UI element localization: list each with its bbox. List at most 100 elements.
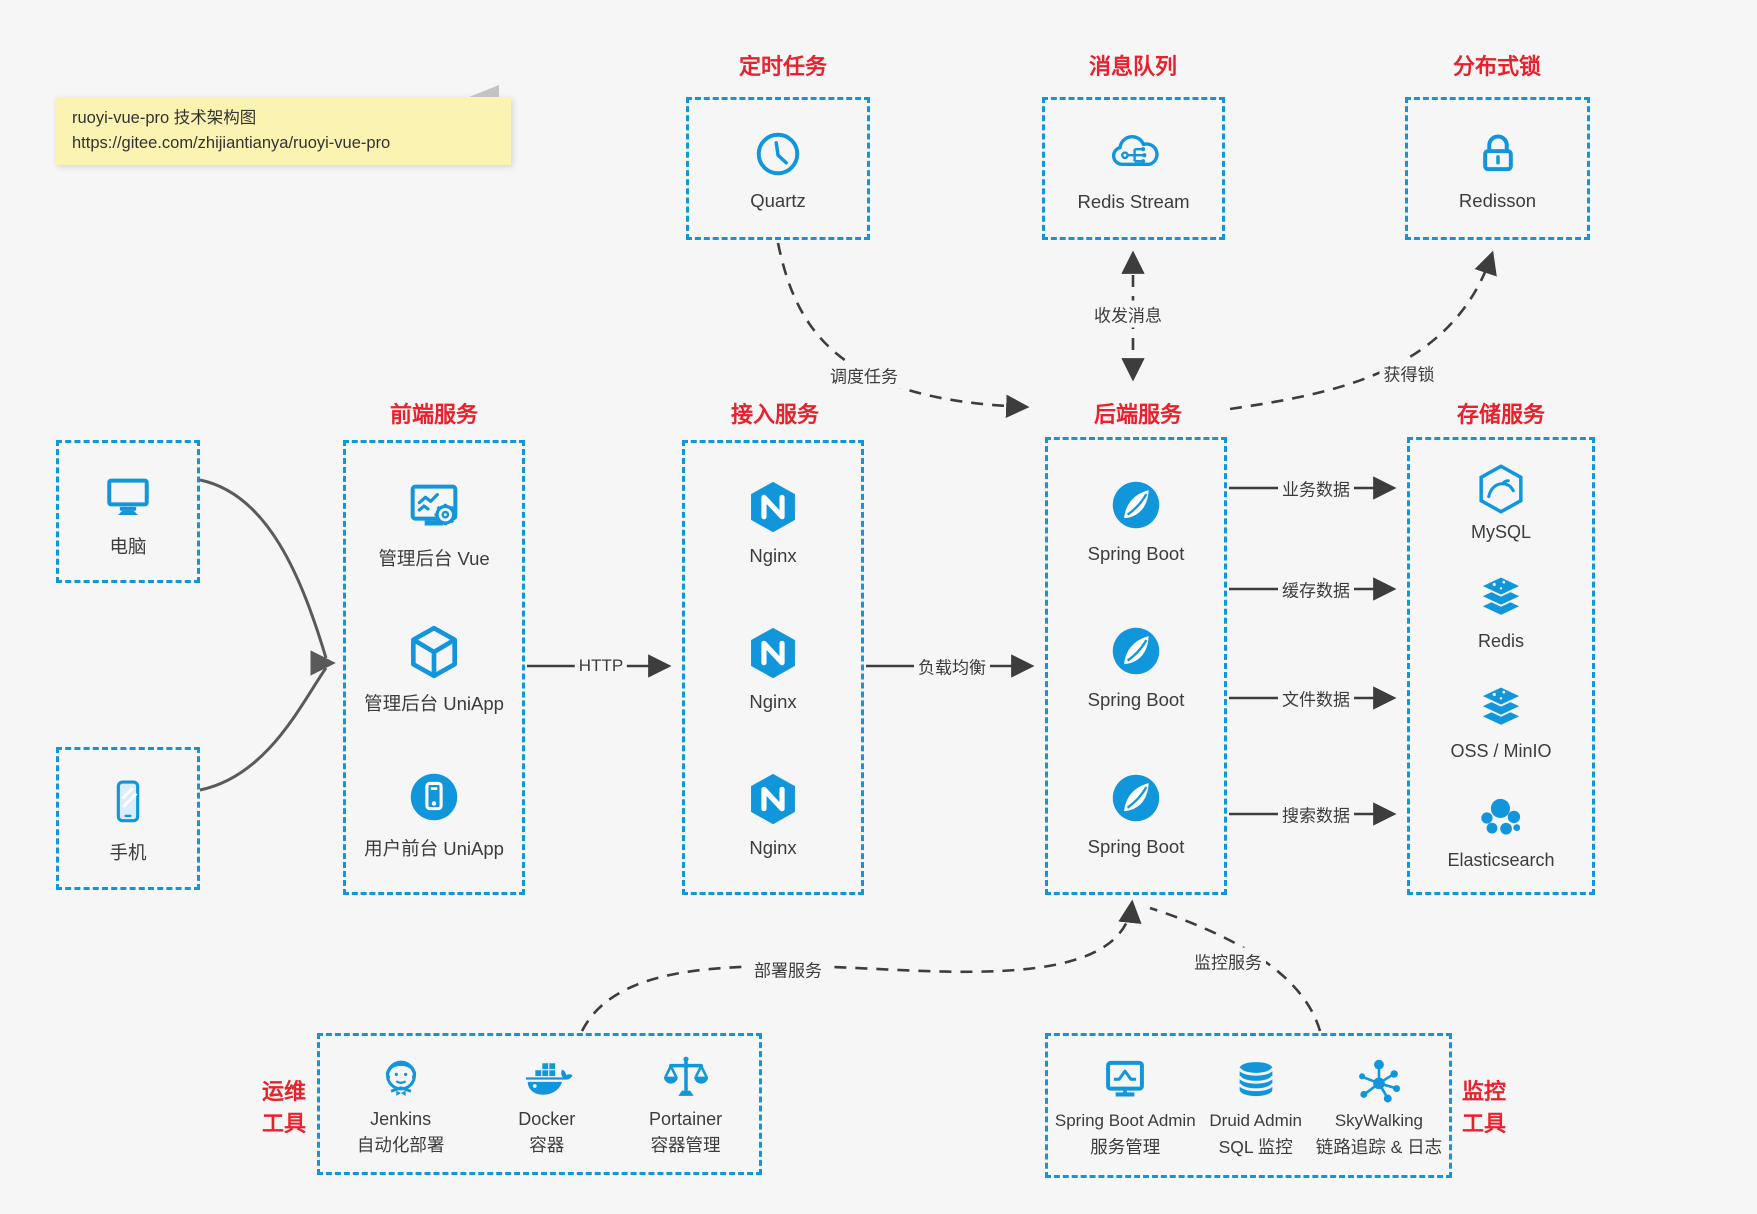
- storage-item-elasticsearch: Elasticsearch: [1447, 791, 1555, 871]
- edge-deploy-service: [580, 899, 1142, 1032]
- scheduler-box: Quartz: [686, 97, 870, 240]
- monitoring-item-skywalking: SkyWalking 链路追踪 & 日志: [1316, 1053, 1442, 1159]
- title-devops-line1: 运维: [261, 1079, 307, 1104]
- monitoring-item-sublabel: 链路追踪 & 日志: [1315, 1136, 1443, 1157]
- edge-mobile-to-frontend: [199, 667, 328, 792]
- edge-acquire-lock: [1229, 250, 1497, 411]
- devops-item-docker: Docker 容器: [518, 1051, 575, 1157]
- title-mq: 消息队列: [1088, 54, 1178, 79]
- monitoring-item-label: SkyWalking: [1334, 1110, 1423, 1130]
- edge-label-http: HTTP: [574, 655, 628, 677]
- monitoring-item-label: Druid Admin: [1209, 1110, 1302, 1130]
- nginx-icon: [742, 768, 804, 830]
- storage-item-oss-minio: OSS / MinIO: [1450, 682, 1552, 762]
- edge-label-monitor-service: 监控服务: [1190, 947, 1266, 975]
- lock-item-label: Redisson: [1458, 189, 1537, 211]
- title-monitoring: 监控 工具: [1462, 1076, 1506, 1140]
- edge-monitor-service: [1149, 906, 1322, 1032]
- oss-stack-icon: [1474, 682, 1528, 736]
- gateway-item-nginx: Nginx: [742, 768, 804, 859]
- mobile-client-box: 手机: [56, 747, 200, 890]
- jenkins-icon: [373, 1051, 429, 1107]
- title-backend: 后端服务: [1093, 402, 1183, 427]
- uniapp-cube-icon: [403, 621, 465, 683]
- title-monitoring-line2: 工具: [1461, 1111, 1507, 1136]
- storage-item-label: Redis: [1477, 631, 1525, 652]
- note-title: ruoyi-vue-pro 技术架构图: [72, 109, 257, 127]
- backend-box: Spring Boot Spring Boot Spring Boot: [1045, 437, 1227, 895]
- frontend-item-label: 管理后台 Vue: [378, 548, 490, 569]
- druid-database-icon: [1228, 1053, 1284, 1109]
- frontend-item-admin-vue: 管理后台 Vue: [378, 474, 490, 571]
- scheduler-item-label: Quartz: [750, 189, 806, 211]
- storage-item-mysql: MySQL: [1471, 461, 1531, 543]
- storage-item-label: MySQL: [1470, 521, 1531, 542]
- title-distributed-lock: 分布式锁: [1452, 54, 1542, 79]
- storage-item-label: Elasticsearch: [1447, 850, 1555, 871]
- mysql-icon: [1473, 461, 1529, 517]
- smartphone-icon: [99, 773, 157, 831]
- edge-schedule-job: [776, 242, 1030, 418]
- gateway-item-label: Nginx: [749, 690, 797, 712]
- backend-item-label: Spring Boot: [1087, 836, 1185, 858]
- monitoring-box: Spring Boot Admin 服务管理 Druid Admin SQL 监…: [1045, 1033, 1452, 1178]
- title-storage: 存储服务: [1456, 402, 1546, 427]
- title-gateway: 接入服务: [730, 402, 820, 427]
- storage-item-redis: Redis: [1474, 572, 1528, 652]
- devops-item-sublabel: 容器管理: [650, 1135, 721, 1155]
- edge-label-cache-data: 缓存数据: [1278, 575, 1354, 603]
- spring-boot-icon: [1105, 620, 1167, 682]
- pc-client-box: 电脑: [56, 440, 200, 583]
- pc-client-label: 电脑: [109, 535, 147, 557]
- elasticsearch-icon: [1474, 791, 1528, 845]
- monitoring-item-sublabel: SQL 监控: [1218, 1136, 1293, 1157]
- monitoring-item-label: Spring Boot Admin: [1054, 1110, 1196, 1130]
- clock-icon: [750, 126, 806, 182]
- edge-label-business-data: 业务数据: [1278, 474, 1354, 502]
- spring-boot-admin-icon: [1097, 1053, 1153, 1109]
- storage-item-label: OSS / MinIO: [1450, 740, 1552, 761]
- frontend-item-admin-uniapp: 管理后台 UniApp: [364, 621, 504, 716]
- title-monitoring-line1: 监控: [1461, 1079, 1507, 1104]
- devops-item-label: Portainer: [649, 1109, 723, 1129]
- mq-box: Redis Stream: [1042, 97, 1225, 240]
- docker-whale-icon: [519, 1051, 575, 1107]
- note-url: https://gitee.com/zhijiantianya/ruoyi-vu…: [72, 134, 391, 152]
- gateway-item-label: Nginx: [749, 545, 797, 567]
- title-scheduler: 定时任务: [738, 54, 828, 79]
- backend-item-spring-boot: Spring Boot: [1087, 474, 1185, 565]
- admin-vue-icon: [402, 474, 466, 538]
- nginx-icon: [742, 622, 804, 684]
- monitoring-item-spring-boot-admin: Spring Boot Admin 服务管理: [1055, 1053, 1196, 1159]
- desktop-icon: [98, 465, 158, 525]
- backend-item-spring-boot: Spring Boot: [1087, 767, 1185, 858]
- devops-item-sublabel: 自动化部署: [356, 1135, 445, 1155]
- spring-boot-icon: [1105, 767, 1167, 829]
- backend-item-label: Spring Boot: [1087, 542, 1185, 564]
- distributed-lock-box: Redisson: [1405, 97, 1590, 240]
- edge-label-acquire-lock: 获得锁: [1379, 359, 1439, 387]
- monitoring-item-sublabel: 服务管理: [1090, 1136, 1161, 1157]
- title-devops-line2: 工具: [261, 1111, 307, 1136]
- devops-item-jenkins: Jenkins 自动化部署: [356, 1051, 445, 1157]
- devops-item-portainer: Portainer 容器管理: [649, 1051, 722, 1157]
- frontend-item-label: 管理后台 UniApp: [364, 693, 504, 714]
- user-uniapp-icon: [403, 766, 465, 828]
- gateway-box: Nginx Nginx Nginx: [682, 440, 864, 895]
- gateway-item-nginx: Nginx: [742, 622, 804, 713]
- edge-pc-to-frontend: [199, 478, 328, 659]
- skywalking-icon: [1351, 1053, 1407, 1109]
- nginx-icon: [742, 476, 804, 538]
- redis-stack-icon: [1474, 572, 1528, 626]
- spring-boot-icon: [1105, 474, 1167, 536]
- portainer-scales-icon: [658, 1051, 714, 1107]
- sticky-note: ruoyi-vue-pro 技术架构图 https://gitee.com/zh…: [55, 85, 511, 165]
- edge-label-schedule-job: 调度任务: [826, 361, 902, 389]
- cloud-network-icon: [1105, 125, 1163, 183]
- title-devops: 运维 工具: [262, 1076, 306, 1140]
- gateway-item-nginx: Nginx: [742, 476, 804, 567]
- mq-item-label: Redis Stream: [1077, 190, 1190, 212]
- monitoring-item-druid-admin: Druid Admin SQL 监控: [1209, 1053, 1302, 1159]
- frontend-item-label: 用户前台 UniApp: [364, 838, 504, 859]
- devops-item-label: Docker: [518, 1109, 576, 1129]
